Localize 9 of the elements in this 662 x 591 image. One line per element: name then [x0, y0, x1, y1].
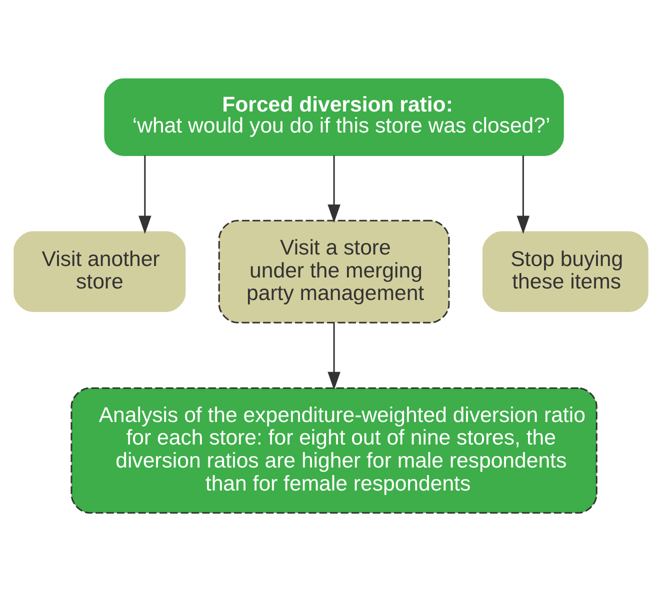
node-box: Visit a store under the merging party management: [218, 219, 450, 323]
node-box: Stop buying these items: [482, 230, 648, 312]
node-box: Forced diversion ratio: ‘what would you do if this store was closed?’: [104, 78, 564, 156]
node-box: Analysis of the expenditure-weighted diversion ratio for each store: for eight out of nine stores, the diversion ratios are higher for male respondents than for female respondents: [70, 386, 598, 514]
arrow: [328, 154, 340, 222]
arrow: [328, 322, 340, 390]
node-box: Visit another store: [14, 230, 186, 312]
arrow: [138, 154, 152, 234]
arrow: [516, 154, 530, 234]
